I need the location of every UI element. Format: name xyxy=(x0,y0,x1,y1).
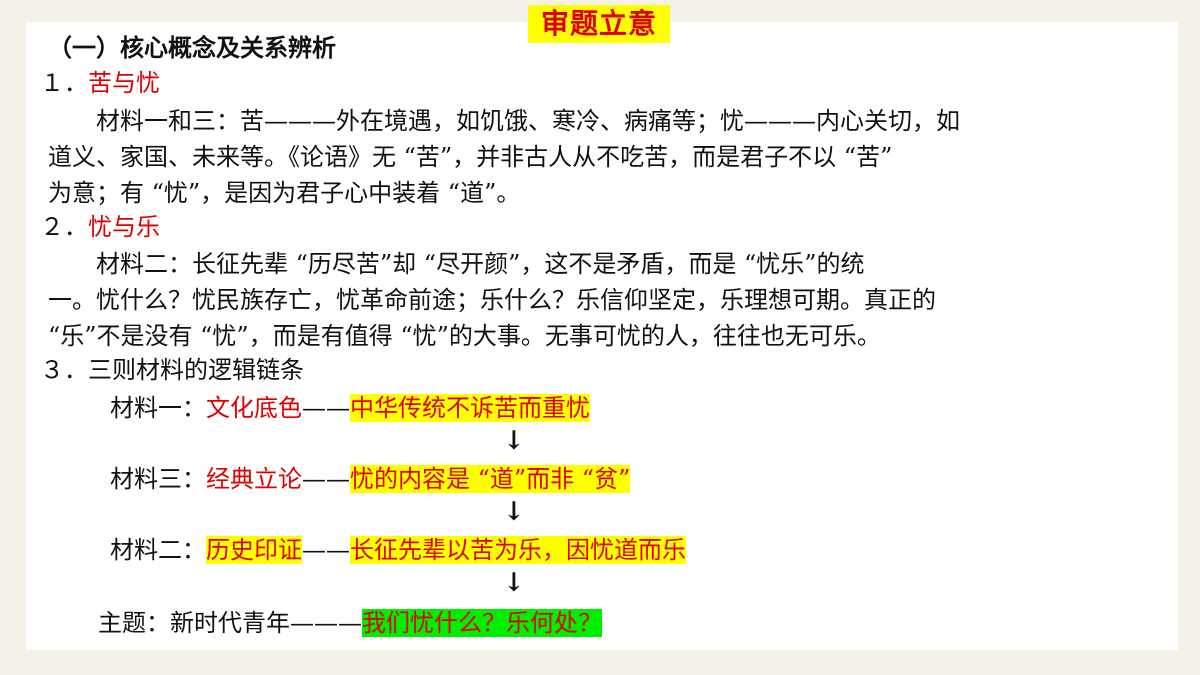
item-3-heading: ３．三则材料的逻辑链条 xyxy=(40,355,304,385)
paragraph-2-line-2: 一。忧什么？忧民族存亡，忧革命前途；乐什么？乐信仰坚定，乐理想可期。真正的 xyxy=(48,286,936,314)
theme-desc: 我们忧什么？乐何处？ xyxy=(362,609,602,637)
chain-1-label: 材料一： xyxy=(110,394,206,422)
item-2-heading: ２．忧与乐 xyxy=(40,212,160,242)
chain-1-dash: —— xyxy=(302,394,350,422)
arrow-down-icon: ↓ xyxy=(503,426,525,456)
chain-1-desc: 中华传统不诉苦而重忧 xyxy=(350,394,590,422)
chain-row-1: 材料一：文化底色——中华传统不诉苦而重忧 xyxy=(110,391,590,425)
item-2-number: ２． xyxy=(40,213,88,241)
item-3-title: 三则材料的逻辑链条 xyxy=(88,356,304,384)
chain-3-term: 历史印证 xyxy=(206,536,302,564)
paragraph-2-line-1: 材料二：长征先辈 “历尽苦”却 “尽开颜”，这不是矛盾，而是 “忧乐”的统 xyxy=(96,250,865,278)
chain-2-label: 材料三： xyxy=(110,465,206,493)
chain-1-term: 文化底色 xyxy=(206,394,302,422)
chain-row-3: 材料二：历史印证——长征先辈以苦为乐，因忧道而乐 xyxy=(110,533,686,567)
paragraph-2: 材料二：长征先辈 “历尽苦”却 “尽开颜”，这不是矛盾，而是 “忧乐”的统 一。… xyxy=(48,246,936,354)
chain-3-desc: 长征先辈以苦为乐，因忧道而乐 xyxy=(350,536,686,564)
item-3-number: ３． xyxy=(40,356,88,384)
paragraph-1-line-2: 道义、家国、未来等。《论语》无 “苦”，并非古人从不吃苦，而是君子不以 “苦” xyxy=(48,143,893,171)
paragraph-1-line-3: 为意；有 “忧”，是因为君子心中装着 “道”。 xyxy=(48,179,521,207)
theme-label: 主题：新时代青年 xyxy=(98,609,290,637)
chain-3-dash: —— xyxy=(302,536,350,564)
section-title: （一）核心概念及关系辨析 xyxy=(48,33,336,62)
theme-row: 主题：新时代青年———我们忧什么？乐何处？ xyxy=(98,606,602,640)
chain-2-term: 经典立论 xyxy=(206,465,302,493)
item-1-number: １． xyxy=(40,69,88,97)
arrow-down-icon: ↓ xyxy=(503,568,525,598)
paragraph-1-line-1: 材料一和三：苦———外在境遇，如饥饿、寒冷、病痛等；忧———内心关切，如 xyxy=(96,107,960,135)
arrow-down-icon: ↓ xyxy=(503,497,525,527)
chain-2-desc: 忧的内容是 “道”而非 “贫” xyxy=(350,465,631,493)
chain-2-dash: —— xyxy=(302,465,350,493)
item-1-heading: １．苦与忧 xyxy=(40,68,160,98)
theme-dash: ——— xyxy=(290,609,362,637)
item-1-title: 苦与忧 xyxy=(88,69,160,97)
paragraph-2-line-3: “乐”不是没有 “忧”，而是有值得 “忧”的大事。无事可忧的人，往往也无可乐。 xyxy=(48,322,881,350)
chain-row-2: 材料三：经典立论——忧的内容是 “道”而非 “贫” xyxy=(110,462,631,496)
item-2-title: 忧与乐 xyxy=(88,213,160,241)
paragraph-1: 材料一和三：苦———外在境遇，如饥饿、寒冷、病痛等；忧———内心关切，如 道义、… xyxy=(48,103,960,211)
chain-3-label: 材料二： xyxy=(110,536,206,564)
banner-title: 审题立意 xyxy=(528,5,670,43)
